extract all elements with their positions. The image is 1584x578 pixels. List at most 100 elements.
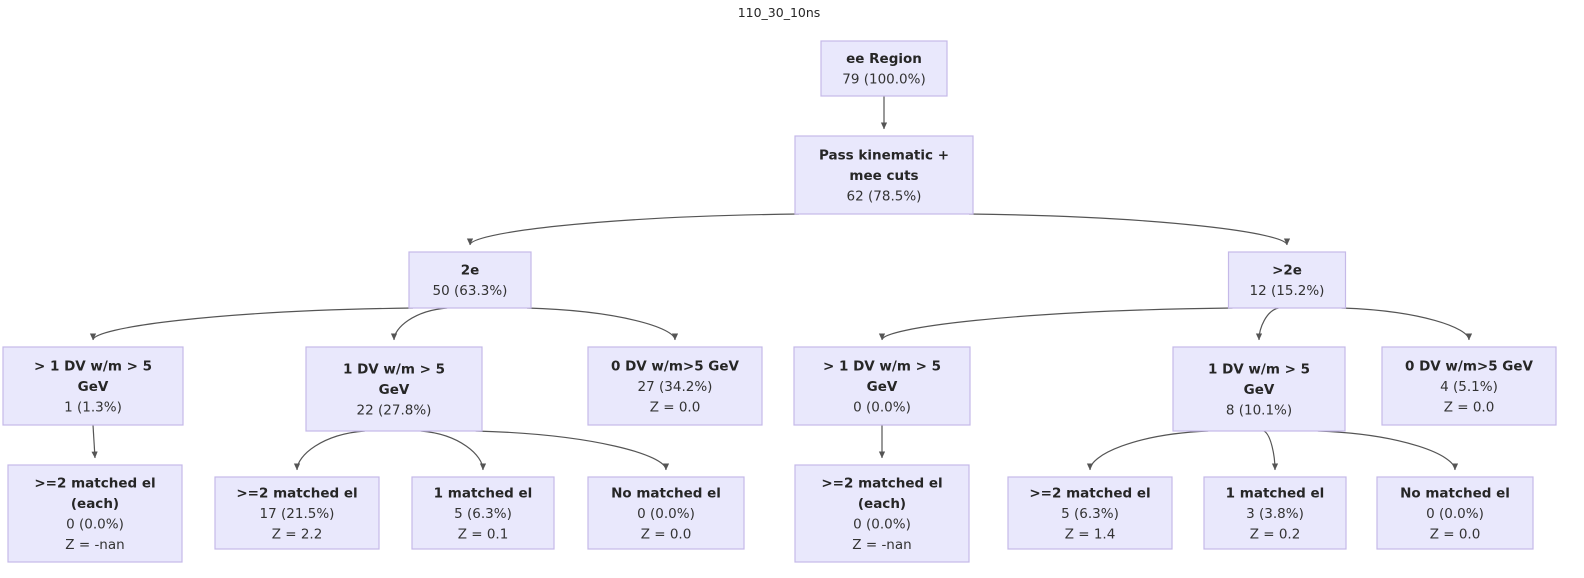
node-title-gt2e_gt1dv_m2-0: >=2 matched el: [821, 476, 942, 492]
node-title-kin-1: mee cuts: [849, 168, 918, 184]
node-count-gt2e: 12 (15.2%): [1250, 283, 1325, 299]
node-2e_0dv[interactable]: 0 DV w/m>5 GeV 27 (34.2%) Z = 0.0: [587, 346, 763, 426]
node-title-kin-0: Pass kinematic +: [819, 147, 949, 163]
node-count-gt2e_1dv_m0: 0 (0.0%): [1426, 506, 1484, 522]
node-zscore-gt2e_0dv: Z = 0.0: [1444, 399, 1495, 415]
node-box-2e_gt1dv[interactable]: [2, 346, 184, 426]
node-title-2e_1dv-0: 1 DV w/m > 5: [343, 361, 445, 377]
node-box-gt2e_1dv_m0[interactable]: [1376, 476, 1534, 550]
node-gt2e_0dv[interactable]: 0 DV w/m>5 GeV 4 (5.1%) Z = 0.0: [1381, 346, 1557, 426]
node-kin[interactable]: Pass kinematic + mee cuts 62 (78.5%): [794, 135, 974, 215]
node-box-2e_1dv[interactable]: [305, 346, 483, 432]
node-box-kin[interactable]: [794, 135, 974, 215]
node-count-2e_1dv_m2: 17 (21.5%): [260, 506, 335, 522]
node-title-2e_1dv-1: GeV: [379, 382, 410, 398]
node-title-gt2e_0dv: 0 DV w/m>5 GeV: [1405, 358, 1534, 374]
node-title-gt2e_gt1dv_m2-1: (each): [858, 496, 906, 512]
node-zscore-2e_1dv_m1: Z = 0.1: [458, 526, 509, 542]
edge-gt2e-to-gt2e_gt1dv: [878, 307, 1233, 341]
node-count-gt2e_gt1dv_m2: 0 (0.0%): [853, 517, 911, 533]
node-title-gt2e: >2e: [1272, 263, 1302, 279]
node-title-2e_1dv_m2: >=2 matched el: [236, 485, 357, 501]
node-box-2e_1dv_m1[interactable]: [411, 476, 555, 550]
node-title-gt2e_1dv_m2: >=2 matched el: [1029, 485, 1150, 501]
node-zscore-2e_1dv_m0: Z = 0.0: [641, 526, 692, 542]
node-count-root: 79 (100.0%): [842, 72, 925, 88]
edge-gt2e_1dv-to-gt2e_1dv_m0: [1317, 430, 1459, 471]
node-count-2e_1dv_m0: 0 (0.0%): [637, 506, 695, 522]
node-gt2e[interactable]: >2e 12 (15.2%): [1227, 251, 1347, 309]
edge-2e-to-2e_gt1dv: [89, 307, 414, 341]
node-zscore-gt2e_gt1dv_m2: Z = -nan: [852, 537, 911, 553]
node-box-2e_1dv_m0[interactable]: [587, 476, 745, 550]
node-count-2e_1dv: 22 (27.8%): [357, 402, 432, 418]
node-2e_gt1dv_m2[interactable]: >=2 matched el(each)0 (0.0%)Z = -nan: [7, 464, 183, 563]
edge-gt2e-to-gt2e_1dv: [1255, 307, 1279, 341]
node-zscore-gt2e_1dv_m1: Z = 0.2: [1250, 526, 1301, 542]
node-title-gt2e_1dv-0: 1 DV w/m > 5: [1208, 361, 1310, 377]
node-count-2e_1dv_m1: 5 (6.3%): [454, 506, 512, 522]
node-title-gt2e_gt1dv-1: GeV: [867, 379, 898, 395]
node-box-gt2e_0dv[interactable]: [1381, 346, 1557, 426]
node-gt2e_1dv_m2[interactable]: >=2 matched el5 (6.3%)Z = 1.4: [1007, 476, 1173, 550]
edge-kin-to-gt2e: [968, 213, 1291, 246]
node-box-gt2e_1dv_m1[interactable]: [1203, 476, 1347, 550]
node-title-2e_gt1dv_m2-1: (each): [71, 496, 119, 512]
node-zscore-2e_1dv_m2: Z = 2.2: [272, 526, 323, 542]
edge-2e_1dv-to-2e_1dv_m2: [293, 430, 365, 471]
node-box-gt2e_gt1dv[interactable]: [793, 346, 971, 426]
edge-2e-to-2e_0dv: [526, 307, 679, 341]
edge-gt2e_1dv-to-gt2e_1dv_m2: [1086, 430, 1209, 471]
node-count-2e_gt1dv_m2: 0 (0.0%): [66, 517, 124, 533]
node-2e_1dv[interactable]: 1 DV w/m > 5 GeV 22 (27.8%): [305, 346, 483, 432]
node-count-gt2e_0dv: 4 (5.1%): [1440, 379, 1498, 395]
node-title-gt2e_1dv_m1: 1 matched el: [1226, 485, 1325, 501]
node-zscore-2e_0dv: Z = 0.0: [650, 399, 701, 415]
node-title-2e_gt1dv-0: > 1 DV w/m > 5: [34, 358, 152, 374]
node-box-gt2e_1dv[interactable]: [1172, 346, 1346, 432]
edge-2e-to-2e_1dv: [390, 307, 448, 341]
edge-kin-to-2e: [466, 213, 800, 246]
node-title-2e_gt1dv_m2-0: >=2 matched el: [34, 476, 155, 492]
node-title-gt2e_1dv_m0: No matched el: [1400, 485, 1510, 501]
node-box-2e_gt1dv_m2[interactable]: [7, 464, 183, 563]
node-gt2e_1dv[interactable]: 1 DV w/m > 5 GeV 8 (10.1%): [1172, 346, 1346, 432]
node-count-2e_gt1dv: 1 (1.3%): [64, 399, 122, 415]
edge-layer: [89, 96, 1473, 471]
diagram-title: 110_30_10ns: [738, 5, 821, 20]
node-count-gt2e_1dv_m2: 5 (6.3%): [1061, 506, 1119, 522]
edge-gt2e-to-gt2e_0dv: [1341, 307, 1473, 341]
node-box-root[interactable]: [820, 40, 948, 97]
node-box-gt2e_1dv_m2[interactable]: [1007, 476, 1173, 550]
node-title-gt2e_1dv-1: GeV: [1244, 382, 1275, 398]
node-gt2e_1dv_m0[interactable]: No matched el 0 (0.0%) Z = 0.0: [1376, 476, 1534, 550]
node-count-gt2e_1dv_m1: 3 (3.8%): [1246, 506, 1304, 522]
node-title-2e_gt1dv-1: GeV: [78, 379, 109, 395]
node-box-gt2e_gt1dv_m2[interactable]: [794, 464, 970, 563]
node-box-gt2e[interactable]: [1227, 251, 1347, 309]
node-gt2e_gt1dv[interactable]: > 1 DV w/m > 5 GeV 0 (0.0%): [793, 346, 971, 426]
node-zscore-gt2e_1dv_m0: Z = 0.0: [1430, 526, 1481, 542]
node-box-2e[interactable]: [408, 251, 532, 309]
node-count-kin: 62 (78.5%): [847, 188, 922, 204]
node-2e_gt1dv[interactable]: > 1 DV w/m > 5 GeV 1 (1.3%): [2, 346, 184, 426]
node-title-2e: 2e: [461, 263, 480, 279]
node-2e_1dv_m0[interactable]: No matched el 0 (0.0%) Z = 0.0: [587, 476, 745, 550]
node-box-2e_0dv[interactable]: [587, 346, 763, 426]
node-count-2e_0dv: 27 (34.2%): [638, 379, 713, 395]
node-title-gt2e_gt1dv-0: > 1 DV w/m > 5: [823, 358, 941, 374]
node-count-gt2e_1dv: 8 (10.1%): [1226, 402, 1292, 418]
node-2e_1dv_m1[interactable]: 1 matched el5 (6.3%)Z = 0.1: [411, 476, 555, 550]
node-gt2e_1dv_m1[interactable]: 1 matched el 3 (3.8%) Z = 0.2: [1203, 476, 1347, 550]
node-gt2e_gt1dv_m2[interactable]: >=2 matched el (each) 0 (0.0%) Z = -nan: [794, 464, 970, 563]
node-box-2e_1dv_m2[interactable]: [214, 476, 380, 550]
node-title-2e_0dv: 0 DV w/m>5 GeV: [611, 358, 740, 374]
node-2e_1dv_m2[interactable]: >=2 matched el 17 (21.5%) Z = 2.2: [214, 476, 380, 550]
node-title-2e_1dv_m0: No matched el: [611, 485, 721, 501]
node-count-gt2e_gt1dv: 0 (0.0%): [853, 399, 911, 415]
